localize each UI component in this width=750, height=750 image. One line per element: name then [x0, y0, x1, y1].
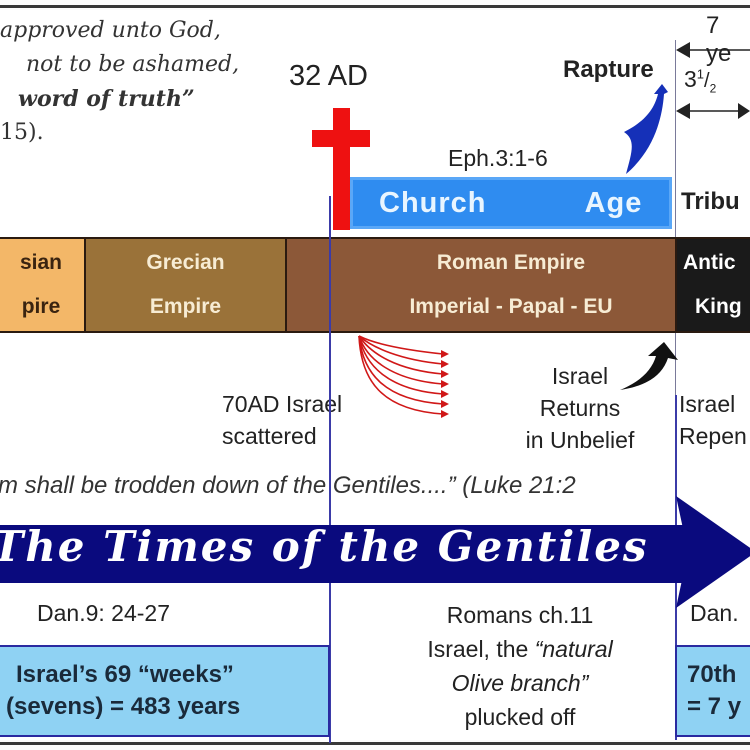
gentiles-arrowhead-icon [676, 496, 750, 608]
quote-line-1: approved unto God, [0, 18, 221, 43]
empire-roman: Roman Empire Imperial - Papal - EU [285, 237, 677, 333]
empire-persian: sian pire [0, 237, 86, 333]
empire-grecian: Grecian Empire [84, 237, 287, 333]
rapture-label: Rapture [563, 56, 654, 83]
seven-years-label: 7 ye [706, 12, 732, 67]
return-arrow-icon [620, 342, 678, 390]
cross-icon [312, 108, 370, 230]
bottom-border [0, 742, 750, 745]
romans-reference: Romans ch.11 Israel, the “natural Olive … [380, 598, 660, 734]
timeline-divider-32ad-bar [329, 237, 331, 333]
israel-scattered-label: 70AD Israel scattered [222, 391, 343, 449]
scripture-quote: approved unto God, not to be ashamed, wo… [0, 14, 240, 150]
gentiles-banner-bar [0, 525, 690, 583]
three-half-arrow-icon [676, 103, 750, 119]
quote-line-3: word of truth” [18, 86, 195, 112]
year-32ad-label: 32 AD [289, 60, 368, 92]
three-half-label: 31/2 [684, 66, 717, 96]
israel-returns-label: Israel Returns in Unbelief [525, 363, 635, 453]
israel-repents-label: Israel Repen [679, 391, 747, 449]
dan-reference-left: Dan.9: 24-27 [37, 600, 170, 626]
quote-line-2: not to be ashamed, [26, 52, 240, 77]
timeline-divider-32ad-lower [329, 583, 331, 743]
rapture-arrow-icon [624, 84, 668, 174]
seven-years-arrow-icon [676, 42, 750, 58]
quote-line-4: 15). [0, 120, 44, 145]
church-age-label: Church Age [379, 186, 643, 219]
israel-69-weeks-box: Israel’s 69 “weeks” (sevens) = 483 years [0, 645, 330, 737]
luke-quote: m shall be trodden down of the Gentiles.… [0, 472, 576, 499]
fraction-slash: / [704, 70, 710, 92]
gentiles-banner-title: The Times of the Gentiles [0, 522, 649, 571]
romans-line-2: Israel, the “natural [427, 636, 613, 662]
empire-antichrist: Antic King [675, 237, 750, 333]
dan-reference-right: Dan. [690, 600, 739, 626]
timeline-divider-rapture [675, 40, 676, 740]
church-age-bar: Church Age [350, 177, 672, 229]
top-border [0, 5, 750, 8]
timeline-divider-32ad-mid [329, 333, 331, 646]
eph-reference: Eph.3:1-6 [448, 145, 548, 171]
seventieth-week-box: 70th = 7 y [675, 645, 750, 737]
scatter-arrows-icon [358, 335, 449, 418]
tribulation-label: Tribu [681, 188, 740, 215]
